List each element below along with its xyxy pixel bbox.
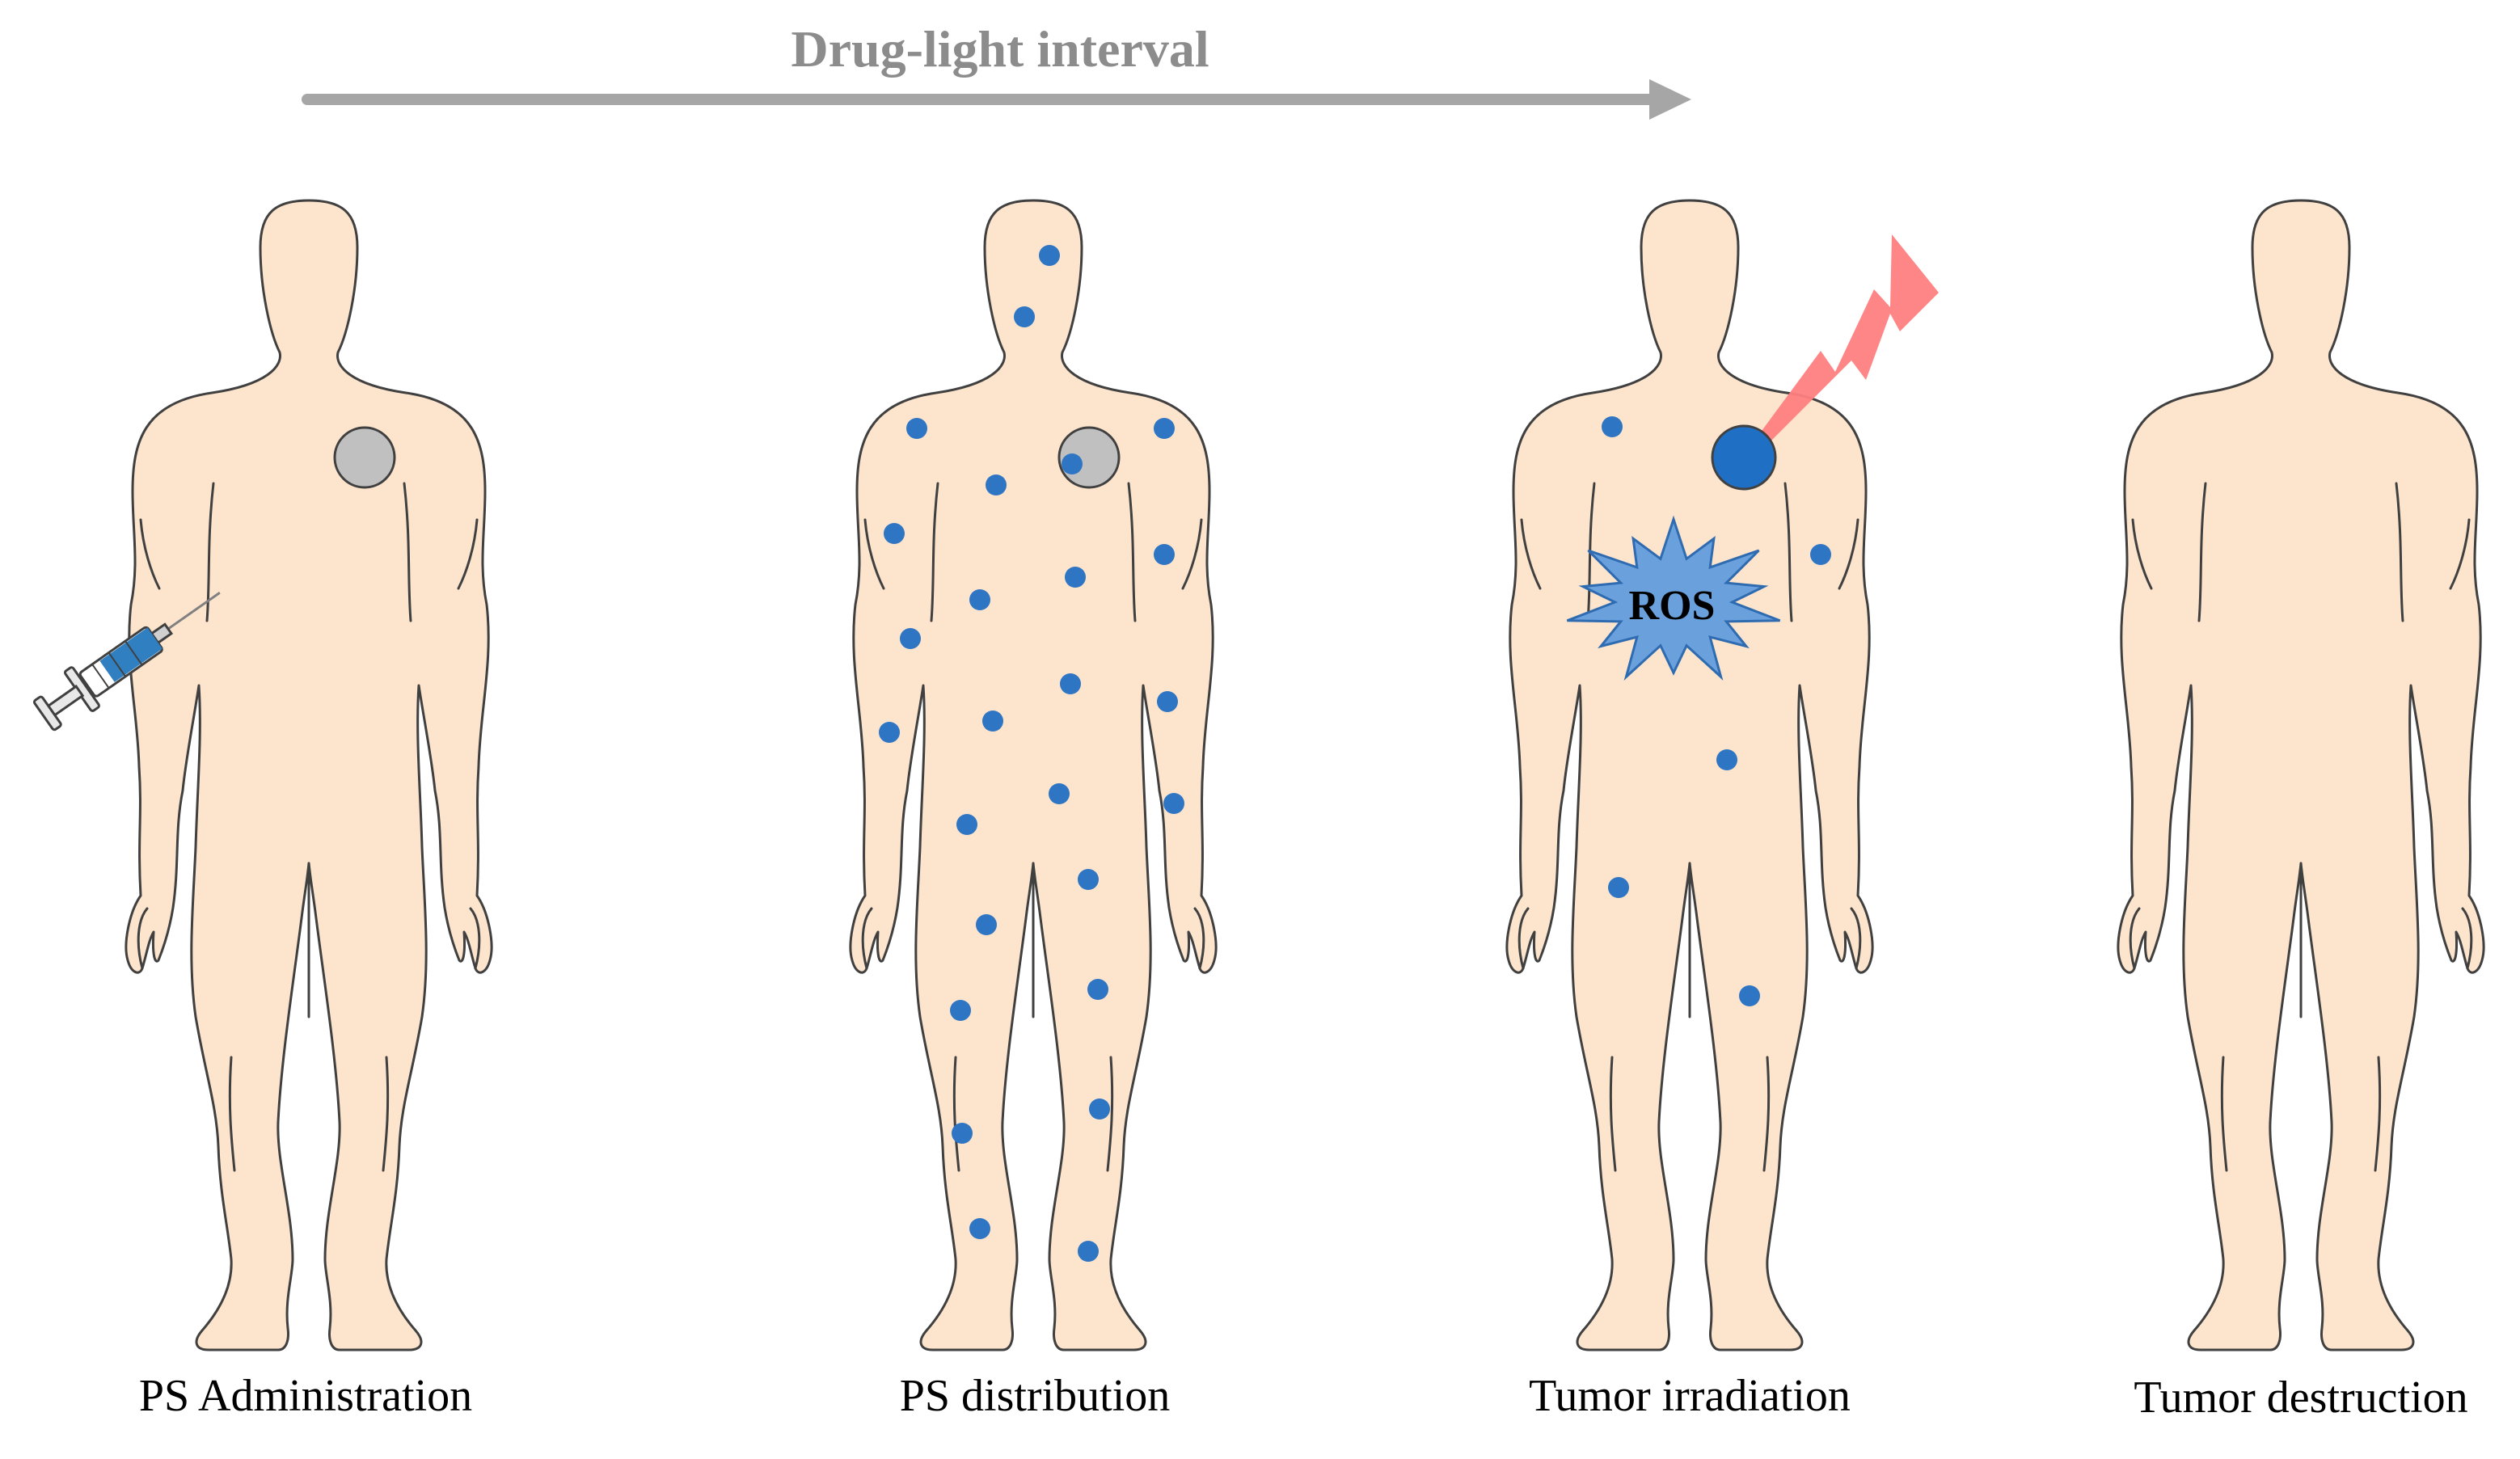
lightning-icon (1753, 234, 1939, 453)
ps-dot (1602, 416, 1623, 437)
figure-ps-administration: PS Administration (32, 199, 493, 1421)
ps-dot (1157, 691, 1178, 712)
ps-dot (879, 722, 900, 743)
ps-dot (1154, 544, 1175, 565)
drug-light-interval-arrow (302, 79, 1691, 120)
ps-dot (1014, 306, 1035, 327)
tumor-photosensitized (1711, 424, 1777, 491)
ps-dot (969, 589, 990, 610)
ps-dot (1078, 869, 1099, 890)
human-body-outline (849, 199, 1218, 1351)
ps-dot (982, 711, 1003, 732)
ps-dot (1087, 979, 1108, 1000)
figure-tumor-irradiation: ROS Tumor irradiation (1505, 199, 1939, 1421)
human-body-outline (125, 199, 493, 1351)
ps-dot (900, 628, 921, 649)
caption-ps-distribution: PS distribution (900, 1371, 1171, 1421)
caption-tumor-destruction: Tumor destruction (2134, 1373, 2467, 1423)
ros-label: ROS (1629, 583, 1716, 629)
figure-tumor-destruction: Tumor destruction (2117, 199, 2485, 1423)
ps-dot (1716, 749, 1737, 770)
ps-dot (952, 1123, 973, 1144)
ps-dot (1062, 453, 1083, 474)
ps-dot (1154, 418, 1175, 439)
ps-dot (950, 1000, 971, 1021)
ps-dot (986, 474, 1007, 495)
ps-dot (1078, 1241, 1099, 1262)
ros-burst: ROS (1566, 515, 1781, 681)
ps-dot (1163, 793, 1184, 814)
human-body-outline (2117, 199, 2485, 1351)
ps-dot (1039, 245, 1060, 266)
ps-dot (1065, 567, 1086, 588)
ps-dot (1089, 1098, 1110, 1120)
caption-ps-administration: PS Administration (139, 1371, 472, 1421)
ps-dot (884, 523, 905, 544)
photosensitizer-dots (1602, 416, 1831, 1006)
figure-ps-distribution: PS distribution (849, 199, 1218, 1421)
ps-dot (1739, 985, 1760, 1006)
ps-dot (976, 914, 997, 935)
ps-dot (906, 418, 927, 439)
ps-dot (956, 814, 977, 835)
diagram-title: Drug-light interval (791, 20, 1209, 78)
ps-dot (1049, 783, 1070, 804)
ps-dot (1810, 544, 1831, 565)
ps-dot (1060, 673, 1081, 694)
ps-dot (1608, 877, 1629, 898)
ps-dot (969, 1218, 990, 1239)
caption-tumor-irradiation: Tumor irradiation (1529, 1371, 1851, 1421)
syringe-icon (32, 592, 221, 732)
tumor-gray (333, 426, 396, 489)
photosensitizer-dots (879, 245, 1184, 1262)
